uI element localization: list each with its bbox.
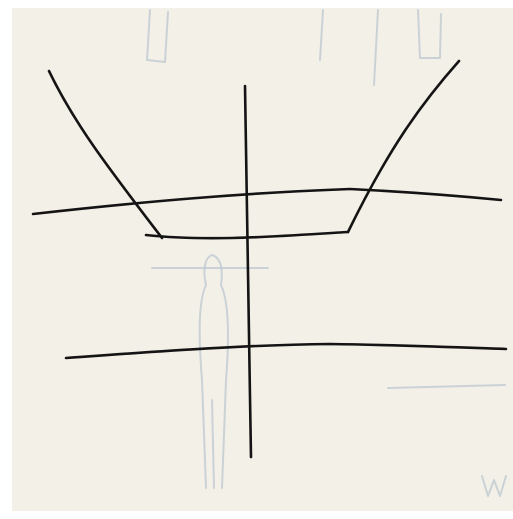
ink-strokes (33, 61, 506, 457)
faint-rect-top-left (147, 10, 168, 62)
bottom-horizontal-line (66, 344, 506, 358)
vertical-line (245, 86, 251, 457)
left-diagonal-line (49, 71, 162, 238)
faint-rect-top-right (418, 10, 441, 58)
right-diagonal-line (348, 61, 459, 232)
faint-line-right (388, 385, 505, 388)
upper-horizontal-line (33, 189, 501, 214)
faint-stroke-top-center (320, 10, 323, 60)
faint-handwriting-w (482, 476, 506, 496)
faint-stroke-top-center-2 (374, 10, 378, 85)
faint-figure-outline (200, 255, 228, 488)
faint-pencil-traces (147, 10, 506, 496)
